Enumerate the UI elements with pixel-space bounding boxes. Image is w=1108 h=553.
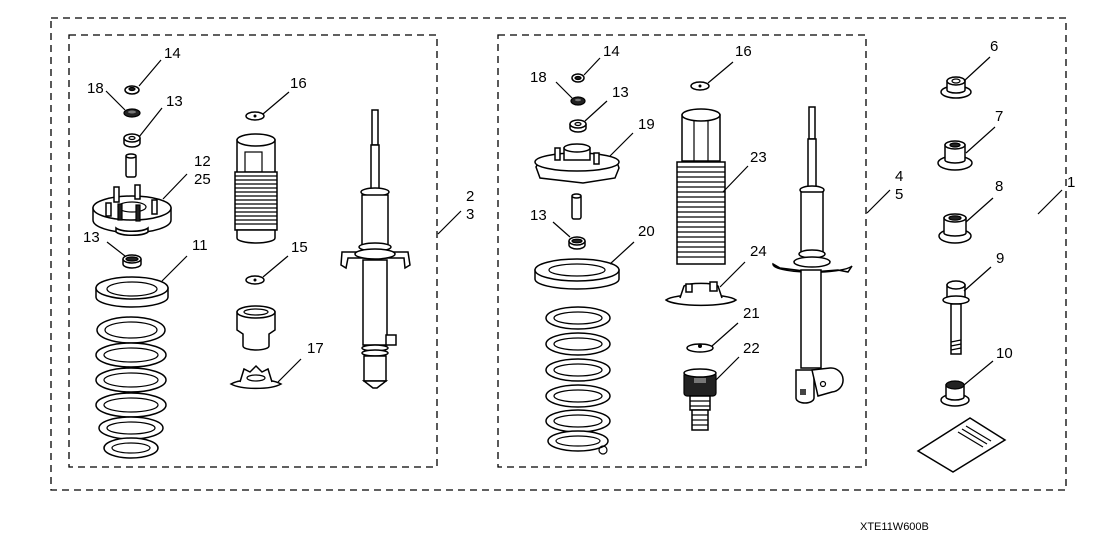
callout-18: 18 (87, 80, 104, 97)
part-10-lock-nut: 10 (940, 345, 1013, 407)
callout-4: 4 (895, 168, 903, 185)
callout-9: 9 (996, 250, 1004, 267)
part-17-spring-seat-lower-front: 17 (229, 340, 324, 390)
part-21-washer-rear: 21 (686, 305, 760, 353)
callout-2: 2 (466, 188, 474, 205)
callout-21: 21 (743, 305, 760, 322)
strut-front (340, 109, 411, 389)
callout-20: 20 (638, 223, 655, 240)
collar-front (125, 153, 137, 178)
part-9-flange-bolt: 9 (942, 250, 1004, 355)
callout-group-kit: 1 (1037, 174, 1075, 215)
callout-14: 14 (603, 43, 620, 60)
part-24-spring-seat-lower-rear: 24 (664, 243, 767, 307)
part-18-washer-front: 18 (87, 80, 141, 118)
strut-rear (772, 106, 853, 404)
part-18-washer-rear: 18 (530, 69, 586, 106)
part-15-washer-front: 15 (245, 239, 308, 285)
part-7-flange-nut: 7 (937, 108, 1003, 171)
collar-rear (571, 193, 582, 220)
callout-1: 1 (1067, 174, 1075, 191)
callout-10: 10 (996, 345, 1013, 362)
coil-spring-rear (545, 306, 611, 455)
callout-19: 19 (638, 116, 655, 133)
kit-frame (50, 17, 1067, 491)
part-16-washer-front: 16 (245, 75, 307, 121)
bump-stop-front (236, 305, 276, 351)
callout-17: 17 (307, 340, 324, 357)
callout-14: 14 (164, 45, 181, 62)
coil-spring-front (95, 316, 167, 459)
callout-6: 6 (990, 38, 998, 55)
callout-16: 16 (735, 43, 752, 60)
callout-3: 3 (466, 206, 474, 223)
part-20-spring-seat-rear: 20 (534, 223, 655, 290)
part-13-bushing-front-lower: 13 (83, 229, 142, 269)
figure-code: XTE11W600B (860, 521, 929, 533)
callout-22: 22 (743, 340, 760, 357)
part-14-nut-rear: 14 (571, 43, 620, 83)
part-14-nut-front: 14 (124, 45, 181, 95)
callout-12: 12 (194, 153, 211, 170)
callout-15: 15 (291, 239, 308, 256)
callout-18: 18 (530, 69, 547, 86)
part-13-bushing-rear-lower: 13 (530, 207, 586, 250)
callout-13: 13 (530, 207, 547, 224)
callout-24: 24 (750, 243, 767, 260)
callout-13: 13 (83, 229, 100, 246)
rear-group-frame (497, 34, 867, 468)
part-13-bushing-front-upper: 13 (123, 93, 183, 148)
callout-7: 7 (995, 108, 1003, 125)
callout-13: 13 (612, 84, 629, 101)
part-12-25-upper-mount-front: 12 25 (92, 153, 211, 237)
callout-8: 8 (995, 178, 1003, 195)
callout-25: 25 (194, 171, 211, 188)
dust-boot-front (234, 133, 278, 244)
part-11-spring-seat-front: 11 (95, 237, 208, 308)
callout-23: 23 (750, 149, 767, 166)
callout-11: 11 (192, 237, 208, 254)
part-6-flange-nut: 6 (940, 38, 998, 99)
front-group-frame (68, 34, 438, 468)
part-16-washer-rear: 16 (690, 43, 752, 91)
part-13-bushing-rear-upper: 13 (569, 84, 629, 133)
instruction-sheet-icon (916, 417, 1007, 473)
callout-group-front: 2 3 (437, 188, 474, 235)
callout-16: 16 (290, 75, 307, 92)
part-19-upper-mount-rear: 19 (534, 116, 655, 184)
part-8-flange-nut: 8 (938, 178, 1003, 244)
callout-group-rear: 4 5 (866, 168, 903, 214)
part-23-dust-boot-rear: 23 (676, 108, 767, 265)
callout-13: 13 (166, 93, 183, 110)
callout-5: 5 (895, 186, 903, 203)
part-22-bump-stop-rear: 22 (683, 340, 760, 431)
